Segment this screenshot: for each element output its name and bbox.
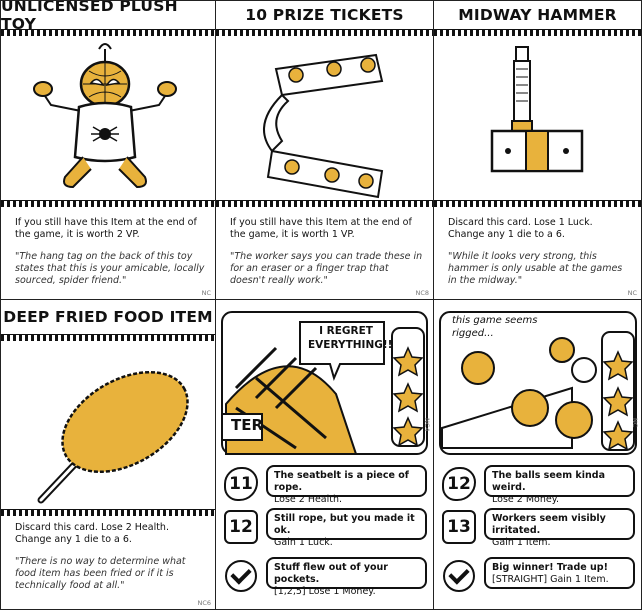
outcome-text: Stuff flew out of your pockets. [1,2,5] …: [266, 557, 427, 597]
card-code: NC: [631, 418, 639, 428]
corndog-illustration: [37, 370, 189, 504]
card-10-prize-tickets[interactable]: 10 PRIZE TICKETS If you still have this …: [215, 0, 434, 300]
card-code: NC: [627, 289, 637, 297]
outcome-row[interactable]: 12 The balls seem kinda weird. Lose 2 Mo…: [438, 465, 637, 505]
title-divider: [216, 29, 433, 36]
die-13: 13: [442, 510, 476, 544]
outcome-text: Big winner! Trade up! [STRAIGHT] Gain 1 …: [484, 557, 635, 589]
outcome-row[interactable]: 12 Still rope, but you made it ok. Gain …: [220, 508, 429, 548]
outcome-text: The balls seem kinda weird. Lose 2 Money…: [484, 465, 635, 505]
speech-bubble-text: I REGRET EVERYTHING!!: [308, 325, 393, 351]
card-unlicensed-plush-toy[interactable]: UNLICENSED PLUSH TOY If you still have t…: [0, 0, 216, 300]
title-divider: [1, 29, 215, 36]
checkmark-icon: [443, 560, 475, 592]
outcome-row[interactable]: Big winner! Trade up! [STRAIGHT] Gain 1 …: [438, 557, 637, 593]
hammer-icon: [490, 46, 584, 173]
card-title: MIDWAY HAMMER: [458, 6, 617, 24]
outcome-title: The seatbelt is a piece of rope.: [274, 470, 409, 493]
card-code: NC6: [197, 599, 211, 607]
card-roller-coaster-event[interactable]: I REGRET EVERYTHING!! TER NC4 11 The sea…: [215, 299, 434, 610]
outcome-effect: Gain 1 Item.: [492, 537, 551, 548]
card-code: NC: [201, 289, 211, 297]
card-flavor-text: "There is no way to determine what food …: [15, 556, 186, 591]
card-title: DEEP FRIED FOOD ITEM: [3, 308, 213, 326]
plush-toy-illustration: [33, 43, 177, 189]
art-divider: [216, 200, 433, 207]
title-divider: [434, 29, 641, 36]
card-title: UNLICENSED PLUSH TOY: [1, 0, 178, 33]
outcome-effect: Lose 2 Money.: [492, 494, 559, 505]
card-code: NC8: [415, 289, 429, 297]
die-11: 11: [224, 467, 258, 501]
outcome-text: Still rope, but you made it ok. Gain 1 L…: [266, 508, 427, 548]
art-divider: [1, 509, 215, 516]
outcome-row[interactable]: 11 The seatbelt is a piece of rope. Lose…: [220, 465, 429, 505]
coaster-sign-text: TER: [231, 416, 264, 434]
art-divider: [1, 200, 215, 207]
card-title: 10 PRIZE TICKETS: [245, 6, 404, 24]
card-body-text: If you still have this Item at the end o…: [230, 217, 412, 240]
card-code: NC4: [423, 418, 431, 432]
speech-bubble-text: this game seems rigged...: [452, 315, 538, 339]
outcome-title: Stuff flew out of your pockets.: [274, 562, 388, 585]
title-divider: [1, 334, 215, 341]
outcome-text: The seatbelt is a piece of rope. Lose 2 …: [266, 465, 427, 505]
outcome-effect: [1,2,5] Lose 1 Money.: [274, 586, 376, 597]
art-divider: [434, 200, 641, 207]
card-flavor-text: "The worker says you can trade these in …: [230, 251, 423, 286]
midway-game-illustration: [439, 311, 637, 455]
outcome-title: Still rope, but you made it ok.: [274, 513, 415, 536]
outcome-text: Workers seem visibly irritated. Gain 1 I…: [484, 508, 635, 548]
outcome-title: The balls seem kinda weird.: [492, 470, 605, 493]
card-body-text: Discard this card. Lose 1 Luck. Change a…: [448, 217, 593, 240]
card-midway-hammer[interactable]: MIDWAY HAMMER Discard this card. Lose 1 …: [433, 0, 642, 300]
outcome-row[interactable]: Stuff flew out of your pockets. [1,2,5] …: [220, 557, 429, 597]
card-body-text: Discard this card. Lose 2 Health. Change…: [15, 522, 169, 545]
outcome-title: Big winner! Trade up!: [492, 562, 608, 573]
outcome-effect: Gain 1 Luck.: [274, 537, 333, 548]
die-12: 12: [442, 467, 476, 501]
die-12: 12: [224, 510, 258, 544]
card-body-text: If you still have this Item at the end o…: [15, 217, 197, 240]
outcome-title: Workers seem visibly irritated.: [492, 513, 606, 536]
prize-tickets-illustration: [263, 53, 384, 199]
card-flavor-text: "The hang tag on the back of this toy st…: [15, 251, 205, 286]
card-flavor-text: "While it looks very strong, this hammer…: [448, 251, 623, 286]
card-deep-fried-food-item[interactable]: DEEP FRIED FOOD ITEM Discard this card. …: [0, 299, 216, 610]
card-midway-game-event[interactable]: this game seems rigged... NC 12 The ball…: [433, 299, 642, 610]
checkmark-icon: [225, 560, 257, 592]
outcome-row[interactable]: 13 Workers seem visibly irritated. Gain …: [438, 508, 637, 548]
outcome-effect: Lose 2 Health.: [274, 494, 343, 505]
outcome-effect: [STRAIGHT] Gain 1 Item.: [492, 574, 609, 585]
roller-coaster-illustration: [221, 311, 428, 455]
